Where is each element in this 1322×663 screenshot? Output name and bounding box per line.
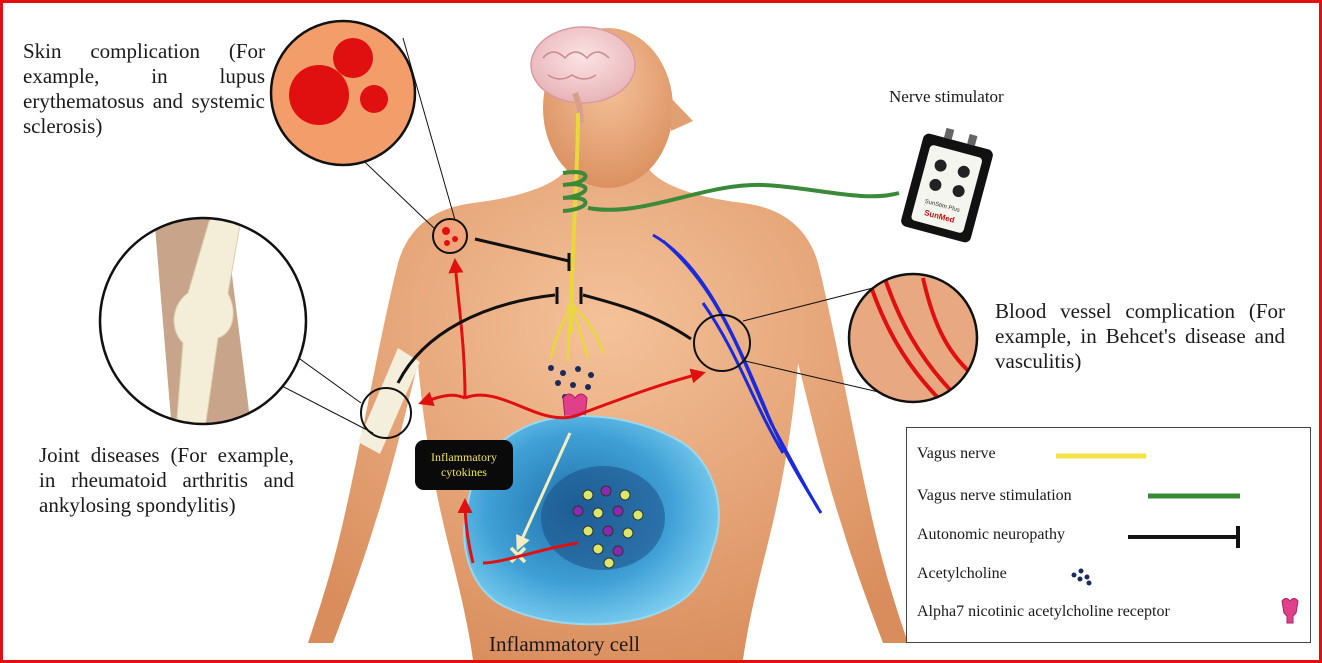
nerve-stimulator-label: Nerve stimulator (889, 87, 1004, 106)
inflammatory-cytokines-box: Inflammatory cytokines (415, 440, 513, 490)
cytokines-line-1: Inflammatory (431, 450, 497, 464)
legend-item-autonomic-neuropathy: Autonomic neuropathy (917, 526, 1065, 543)
cytokines-line-2: cytokines (440, 465, 487, 479)
legend-swatch-receptor-icon (1281, 598, 1299, 624)
inflammatory-cell (463, 415, 720, 626)
illustration: SunStim Plus SunMed (98, 19, 993, 660)
legend-item-alpha7-receptor: Alpha7 nicotinic acetylcholine receptor (917, 603, 1170, 620)
vessel-spot (693, 314, 751, 372)
cytokine-arrows (418, 258, 706, 564)
skin-complication-label: Skin complication (For example, in lupus… (23, 39, 265, 138)
vagus-nerve (549, 112, 900, 362)
legend-item-vagus-nerve-stimulation: Vagus nerve stimulation (917, 487, 1072, 504)
legend-item-vagus-nerve: Vagus nerve (917, 445, 996, 462)
inflammatory-cell-label: Inflammatory cell (489, 632, 641, 656)
legend-item-acetylcholine: Acetylcholine (917, 565, 1007, 582)
skin-magnifier (269, 19, 417, 167)
blood-vessels (652, 233, 823, 514)
brain (530, 26, 636, 104)
legend-swatch-acetylcholine (1071, 568, 1092, 586)
blood-vessel-complication-label: Blood vessel complication (For example, … (995, 299, 1285, 373)
elbow-joint (358, 348, 420, 454)
nerve-stimulator-device: SunStim Plus SunMed (901, 127, 993, 243)
elbow-magnifier (98, 216, 308, 426)
neuropathy-lines (396, 237, 692, 384)
skin-lesion (432, 218, 468, 254)
vessel-magnifier (847, 272, 979, 404)
legend-swatches (1056, 453, 1299, 624)
legend: Vagus nerve Vagus nerve stimulation Auto… (906, 427, 1311, 643)
joint-diseases-label: Joint diseases (For example, in rheumato… (39, 443, 294, 517)
